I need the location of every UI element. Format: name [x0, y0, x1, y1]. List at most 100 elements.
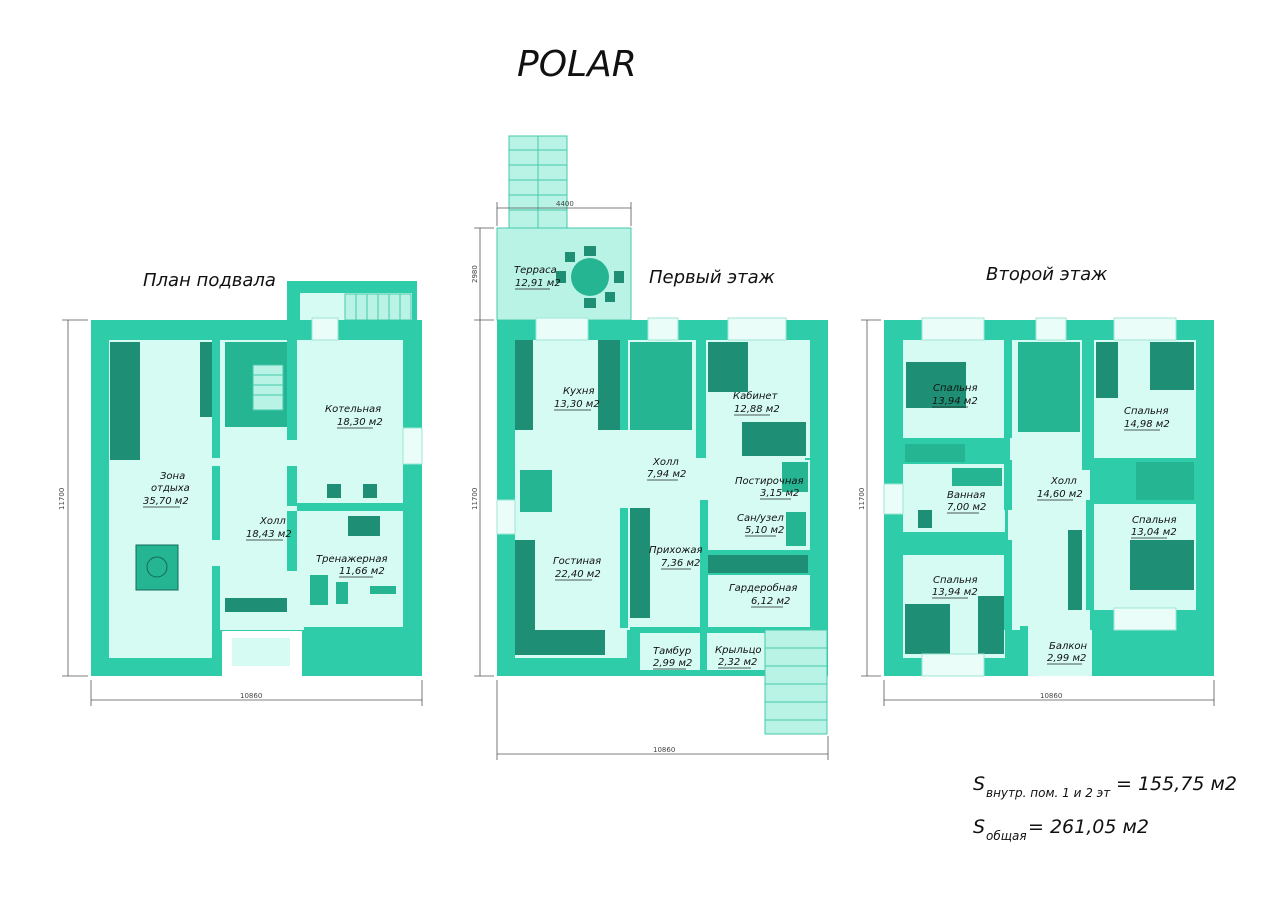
office-sofa [742, 422, 806, 456]
basement-window-right [402, 427, 423, 465]
basement-area-hall: 18,43 м2 [246, 529, 292, 540]
first-floor-plan: Первый этаж [471, 135, 829, 760]
terrace-chair-4 [614, 271, 624, 283]
basement-area-gym: 11,66 м2 [339, 566, 385, 577]
second-label-bedroom-4: Спальня [933, 575, 978, 586]
basement-wall-b [212, 466, 220, 540]
basement-sofa [110, 342, 140, 460]
basement-label-boiler: Котельная [325, 404, 381, 415]
office-desk [708, 342, 748, 392]
basement-label-recreation-2: отдыха [151, 483, 190, 494]
living-sofa [515, 540, 535, 655]
basement-wall-g [287, 511, 297, 571]
second-label-balcony: Балкон [1049, 641, 1088, 652]
terrace-height-dim: 2980 [471, 265, 479, 283]
dining-table [520, 470, 552, 512]
gym-bike [310, 575, 328, 605]
first-wall-d [700, 500, 708, 630]
gym-machine [336, 582, 348, 604]
first-area-porch: 2,32 м2 [718, 657, 757, 668]
second-room-balcony [1026, 630, 1092, 676]
second-label-bedroom-3: Спальня [1132, 515, 1177, 526]
first-wall-f [700, 630, 707, 676]
basement-label-recreation-1: Зона [160, 471, 185, 482]
wardrobe-rack [708, 555, 808, 573]
gym-bench [348, 516, 380, 536]
second-area-bedroom-3: 13,04 м2 [1131, 527, 1177, 538]
first-label-terrace: Терраса [514, 265, 557, 276]
second-width-dim: 10860 [1040, 692, 1062, 700]
first-height-dim: 11700 [471, 488, 479, 510]
second-area-balcony: 2,99 м2 [1047, 653, 1086, 664]
basement-area-recreation: 35,70 м2 [143, 496, 189, 507]
second-height-dim: 11700 [858, 488, 866, 510]
second-wall-b [1082, 340, 1092, 470]
second-wall-j [1020, 626, 1028, 676]
basement-wall-d [287, 340, 297, 440]
terrace-chair-3 [556, 271, 566, 283]
basement-width-dim: 10860 [240, 692, 262, 700]
kitchen-counter [515, 340, 533, 430]
second-window-3 [1113, 317, 1177, 341]
boiler-unit-1 [327, 484, 341, 498]
first-area-entry: 7,36 м2 [661, 558, 700, 569]
basement-wall-c [212, 566, 220, 630]
second-floor-title: Второй этаж [986, 264, 1108, 285]
basement-label-gym: Тренажерная [316, 554, 387, 565]
basement-wall-f [297, 503, 403, 511]
first-wall-c [620, 508, 628, 628]
second-area-bath: 7,00 м2 [947, 502, 986, 513]
entry-wardrobe [630, 508, 650, 618]
terrace-stairs [508, 135, 568, 231]
first-window-2 [647, 317, 679, 341]
porch-stairs [764, 629, 828, 735]
living-sofa-2 [535, 630, 605, 655]
first-window-1 [535, 317, 589, 341]
second-wall-d [1004, 460, 1012, 510]
total-area-symbol: S [973, 816, 985, 838]
total-area-subscript: общая [986, 829, 1027, 843]
project-title: POLAR [517, 44, 637, 85]
terrace-chair-1 [584, 246, 596, 256]
first-label-porch: Крыльцо [715, 645, 762, 656]
second-dimensions: 10860 11700 [858, 319, 1215, 706]
bed-3 [1130, 540, 1194, 590]
first-label-wc: Сан/узел [737, 513, 784, 524]
total-area-value: = 261,05 м2 [1028, 816, 1149, 838]
basement-plan-title: План подвала [143, 270, 276, 291]
area-summary: S внутр. пом. 1 и 2 эт = 155,75 м2 S общ… [973, 773, 1237, 843]
bedroom-2-bed [1096, 342, 1118, 398]
first-width-dim: 10860 [653, 746, 675, 754]
first-room-porch [707, 630, 769, 670]
first-label-office: Кабинет [733, 390, 779, 402]
second-area-bedroom-4: 13,94 м2 [932, 587, 978, 598]
second-floor-plan: Второй этаж [858, 264, 1215, 706]
inner-area-subscript: внутр. пом. 1 и 2 эт [986, 786, 1111, 800]
second-window-5 [921, 653, 985, 677]
basement-dimensions: 10860 11700 [58, 319, 423, 706]
basement-pit [232, 638, 290, 666]
basement-entry-stairs [344, 293, 412, 321]
second-window-2 [1035, 317, 1067, 341]
boiler-unit-2 [363, 484, 377, 498]
hall-cabinet [1068, 530, 1082, 610]
inner-area-symbol: S [973, 773, 985, 795]
second-label-bath: Ванная [947, 490, 985, 501]
first-label-entry: Прихожая [649, 545, 703, 556]
first-wall-b [696, 340, 706, 458]
second-label-hall: Холл [1050, 476, 1077, 487]
basement-area-boiler: 18,30 м2 [337, 417, 383, 428]
basement-label-hall: Холл [259, 516, 286, 527]
first-window-3 [727, 317, 787, 341]
bedroom-4-desk [905, 604, 950, 654]
second-area-hall: 14,60 м2 [1037, 489, 1083, 500]
second-wall-f [1004, 540, 1012, 630]
bedroom-4-bed [978, 596, 1004, 654]
basement-table [135, 544, 179, 591]
terrace-width-dim: 4400 [556, 200, 574, 208]
second-wall-h [1086, 500, 1094, 610]
first-label-living: Гостиная [553, 556, 601, 567]
first-area-laundry: 3,15 м2 [760, 488, 799, 499]
